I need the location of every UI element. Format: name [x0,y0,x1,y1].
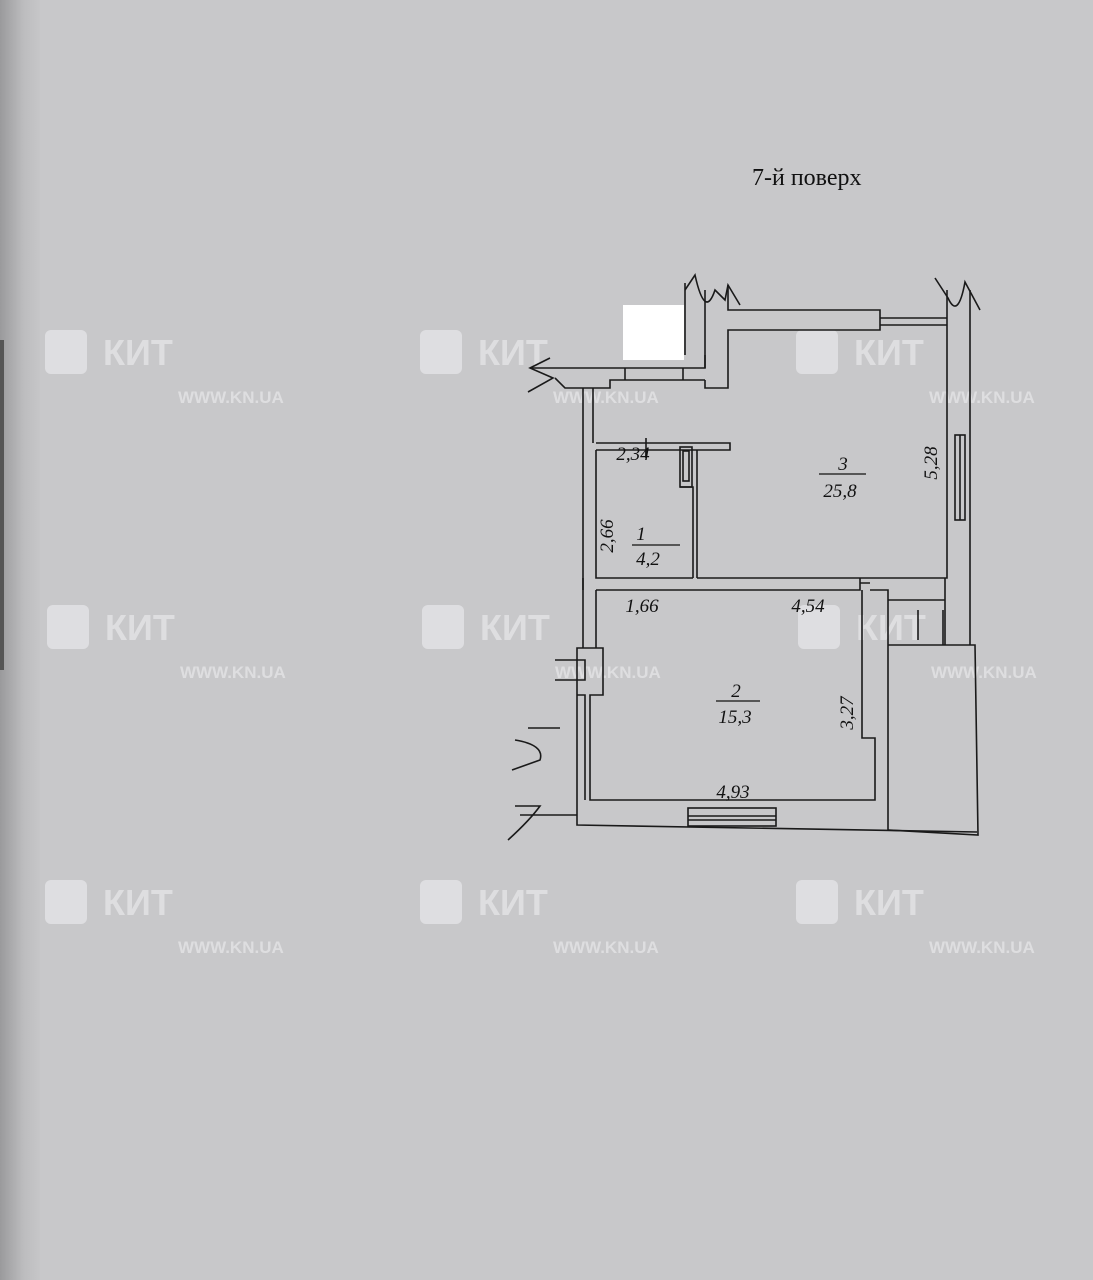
room-1-area: 4,2 [636,549,660,570]
floor-title: 7-й поверх [752,165,862,191]
svg-text:КИТ: КИТ [856,607,926,648]
svg-text:4,54: 4,54 [791,596,825,617]
svg-text:WWW.KN.UA: WWW.KN.UA [553,388,659,407]
room-3-number: 3 [837,454,848,475]
svg-text:КИТ: КИТ [103,332,173,373]
page-edge-line [0,340,4,670]
redacted-area [623,305,684,360]
svg-text:2,66: 2,66 [597,519,618,553]
svg-text:1,66: 1,66 [625,596,659,617]
room-2-area: 15,3 [718,707,751,728]
svg-text:WWW.KN.UA: WWW.KN.UA [929,938,1035,957]
svg-text:WWW.KN.UA: WWW.KN.UA [180,663,286,682]
svg-text:4,93: 4,93 [716,782,749,803]
svg-text:WWW.KN.UA: WWW.KN.UA [555,663,661,682]
svg-text:WWW.KN.UA: WWW.KN.UA [178,938,284,957]
svg-text:WWW.KN.UA: WWW.KN.UA [931,663,1037,682]
room-1-number: 1 [636,524,646,545]
room-2-number: 2 [731,681,741,702]
svg-text:WWW.KN.UA: WWW.KN.UA [178,388,284,407]
svg-text:КИТ: КИТ [854,332,924,373]
room-3-area: 25,8 [823,481,857,502]
svg-text:КИТ: КИТ [105,607,175,648]
svg-text:КИТ: КИТ [480,607,550,648]
walls [507,272,981,841]
svg-text:5,28: 5,28 [921,446,942,480]
svg-text:КИТ: КИТ [854,882,924,923]
svg-text:WWW.KN.UA: WWW.KN.UA [553,938,659,957]
svg-text:WWW.KN.UA: WWW.KN.UA [929,388,1035,407]
watermarks: КИТ WWW.KN.UA КИТ WWW.KN.UA КИТ WWW.KN.UA К… [45,330,1037,957]
room-labels: 1 4,2 2 15,3 3 25,8 [632,454,866,728]
svg-text:КИТ: КИТ [478,882,548,923]
svg-text:2,34: 2,34 [616,444,650,465]
dimension-labels: 2,34 2,66 1,66 4,54 5,28 3,27 4,93 [597,444,942,803]
svg-text:3,27: 3,27 [837,695,858,731]
svg-text:КИТ: КИТ [103,882,173,923]
page-edge-shadow [0,0,40,1280]
svg-text:КИТ: КИТ [478,332,548,373]
